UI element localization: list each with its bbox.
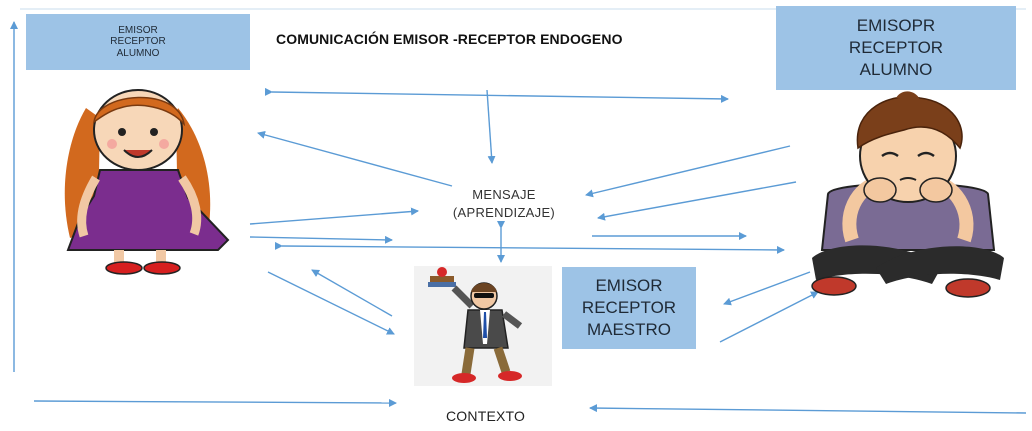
context-label: CONTEXTO xyxy=(446,408,526,424)
message-line-2: (APRENDIZAJE) xyxy=(452,204,556,220)
girl-student-icon xyxy=(64,89,230,275)
to-message-down-arrow xyxy=(486,89,496,164)
boy-student-icon xyxy=(811,91,1004,298)
emisor-receptor-alumno-right-box: EMISOPR RECEPTOR ALUMNO xyxy=(776,6,1016,90)
bottom-left-context-arrow xyxy=(33,398,397,407)
message-label: MENSAJE (APRENDIZAJE) xyxy=(432,186,576,221)
boy-to-message-arrow-1 xyxy=(585,145,791,198)
box-left-line-1: EMISOR xyxy=(118,24,158,36)
box-teacher-line-1: EMISOR xyxy=(595,275,663,295)
box-right-line-3: ALUMNO xyxy=(859,60,933,80)
teacher-icon xyxy=(414,266,552,386)
emisor-receptor-alumno-left-box: EMISOR RECEPTOR ALUMNO xyxy=(26,14,250,70)
box-teacher-line-3: MAESTRO xyxy=(586,320,672,340)
box-right-line-2: RECEPTOR xyxy=(848,37,944,57)
girl-to-message-arrow xyxy=(249,207,419,225)
diagram-title: COMUNICACIÓN EMISOR -RECEPTOR ENDOGENO xyxy=(276,31,623,47)
girl-to-teacher-arrow xyxy=(267,271,395,335)
boy-to-message-arrow-2 xyxy=(597,181,797,221)
boy-to-teacher-arrow xyxy=(723,271,811,306)
teacher-to-girl-arrow xyxy=(311,269,393,317)
emisor-receptor-maestro-box: EMISOR RECEPTOR MAESTRO xyxy=(562,267,696,349)
girl-right-short-arrow xyxy=(249,235,393,244)
teacher-to-boy-arrow xyxy=(719,291,819,343)
box-left-line-3: ALUMNO xyxy=(116,47,160,59)
box-right-line-1: EMISOPR xyxy=(856,15,936,35)
box-left-line-2: RECEPTOR xyxy=(110,36,166,48)
message-line-1: MENSAJE xyxy=(472,187,536,202)
bottom-right-context-arrow xyxy=(589,404,1027,414)
box-teacher-line-2: RECEPTOR xyxy=(581,297,677,317)
top-double-arrow xyxy=(264,87,729,103)
long-double-arrow xyxy=(274,241,785,254)
message-to-girl-arrow xyxy=(257,130,453,187)
